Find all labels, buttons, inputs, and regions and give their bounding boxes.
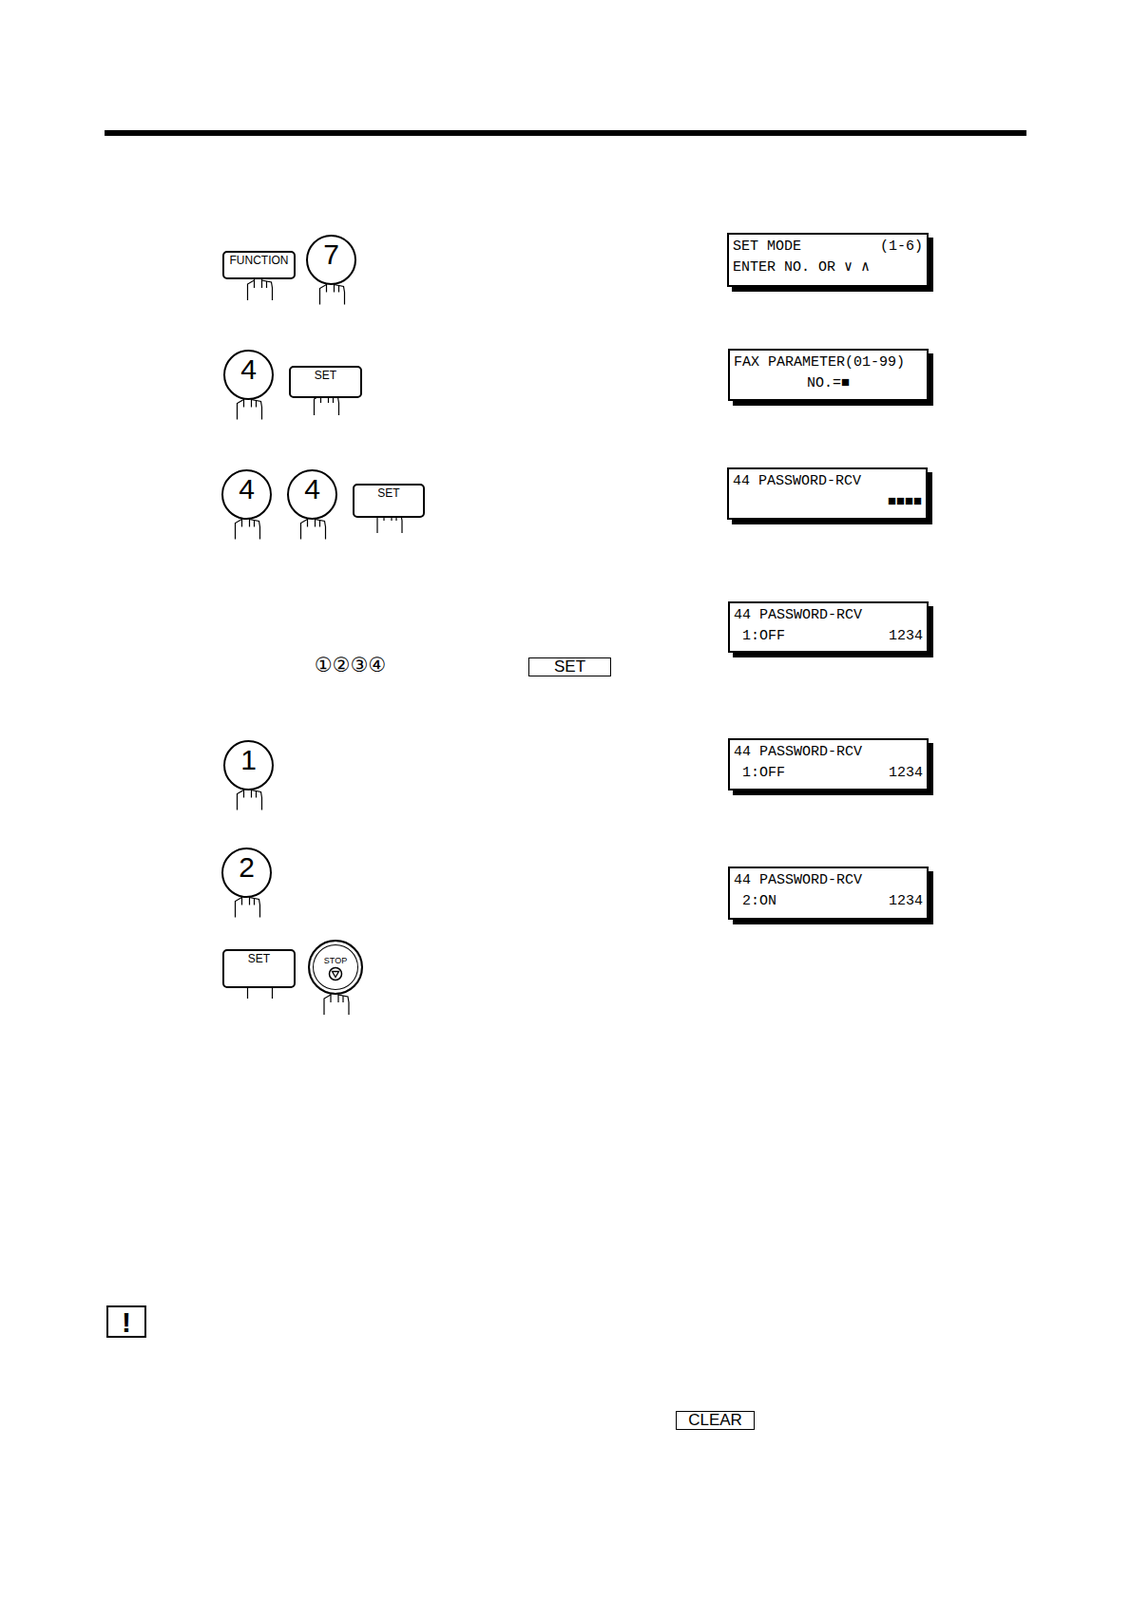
lcd-display: 44 PASSWORD-RCV 1:OFF 1234 (728, 601, 929, 653)
lcd-display: 44 PASSWORD-RCV ■■■■ (727, 467, 928, 520)
key-label: 2 (238, 851, 255, 884)
display-text: 44 PASSWORD-RCV (733, 607, 863, 625)
stop-symbol (327, 966, 344, 982)
number-key: 4 (287, 469, 338, 520)
number-key: 2 (221, 847, 272, 899)
number-key: 7 (306, 234, 357, 286)
key-label: 4 (240, 353, 257, 386)
key-label: SET (290, 367, 361, 383)
key-button: FUNCTION (222, 250, 296, 280)
key-label: CLEAR (676, 1412, 754, 1430)
key-label: 7 (323, 238, 340, 271)
key-button: SET (222, 949, 296, 989)
key-label: FUNCTION (224, 252, 294, 268)
display-text: ENTER NO. OR ∨ ∧ (732, 259, 870, 277)
key-label: 1 (240, 744, 257, 777)
display-text: 44 PASSWORD-RCV (732, 473, 862, 491)
key-button: SET (288, 365, 363, 399)
header-rule (104, 130, 1027, 136)
number-key: 4 (221, 469, 272, 520)
display-text: 1:OFF (742, 628, 786, 646)
key-label: 4 (238, 473, 255, 506)
key-label: 4 (304, 473, 321, 506)
display-text: 44 PASSWORD-RCV (733, 744, 863, 762)
stop-key: STOP (307, 939, 364, 996)
key-label: SET (354, 485, 423, 500)
number-key: 1 (223, 740, 274, 791)
key-sequence: ①②③④ (314, 653, 386, 677)
note-icon: ! (106, 1305, 147, 1339)
display-text: 1234 (888, 893, 923, 911)
key-label: STOP (309, 941, 362, 966)
display-text: 44 PASSWORD-RCV (733, 872, 863, 890)
lcd-display: 44 PASSWORD-RCV 2:ON 1234 (728, 866, 929, 921)
lcd-display: FAX PARAMETER(01-99) NO.=■ (728, 348, 929, 402)
display-text: ■■■■ (887, 494, 922, 512)
lcd-display: SET MODE (1-6) ENTER NO. OR ∨ ∧ (727, 232, 929, 288)
display-text: 2:ON (742, 893, 777, 911)
key-button: SET (352, 483, 425, 518)
key-name-box: SET (528, 657, 612, 677)
display-text: 1234 (888, 765, 923, 783)
display-text: NO.=■ (806, 375, 850, 393)
lcd-display: 44 PASSWORD-RCV 1:OFF 1234 (728, 738, 929, 791)
display-text: SET MODE (732, 238, 802, 256)
display-text: 1234 (888, 628, 923, 646)
display-text: FAX PARAMETER(01-99) (733, 354, 905, 372)
key-label: ! (108, 1307, 145, 1339)
key-label: SET (529, 658, 611, 676)
display-text: 1:OFF (742, 765, 786, 783)
display-text: (1-6) (880, 238, 923, 256)
number-key: 4 (223, 349, 274, 401)
key-name-box: CLEAR (675, 1411, 755, 1431)
key-label: SET (224, 951, 294, 966)
